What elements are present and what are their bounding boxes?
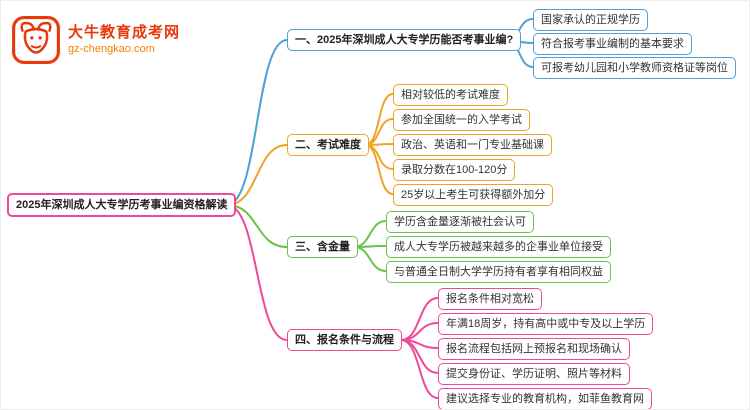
branch-3-item-1: 学历含金量逐渐被社会认可 [386, 211, 534, 233]
brand-domain: gz-chengkao.com [68, 43, 155, 55]
branch-2-item-4: 录取分数在100-120分 [393, 159, 516, 181]
branch-2-item-2: 参加全国统一的入学考试 [393, 109, 530, 131]
branch-4-item-2: 年满18周岁，持有高中或中专及以上学历 [438, 313, 654, 335]
branch-3-header: 三、含金量 [287, 236, 358, 258]
branch-2-item-5: 25岁以上考生可获得额外加分 [393, 184, 554, 206]
branch-4-item-5: 建议选择专业的教育机构，如菲鱼教育网 [438, 388, 652, 409]
branch-2-header: 二、考试难度 [287, 134, 369, 156]
branch-2-item-1: 相对较低的考试难度 [393, 84, 508, 106]
brand-logo: 大牛教育成考网 gz-chengkao.com [11, 15, 180, 65]
connector-branch3-leaf3 [353, 246, 387, 272]
connector-branch2-leaf4 [364, 144, 394, 170]
connector-root-branch4 [226, 204, 288, 341]
root-topic: 2025年深圳成人大专学历考事业编资格解读 [7, 193, 237, 217]
bull-icon [11, 15, 61, 65]
branch-1-item-2: 符合报考事业编制的基本要求 [533, 33, 692, 55]
connector-root-branch1 [226, 39, 288, 206]
branch-4-header: 四、报名条件与流程 [287, 329, 402, 351]
branch-1-header: 一、2025年深圳成人大专学历能否考事业编? [287, 29, 522, 51]
branch-1-item-1: 国家承认的正规学历 [533, 9, 648, 31]
connector-branch4-leaf2 [400, 322, 439, 341]
connector-root-branch2 [226, 144, 288, 206]
connector-branch2-leaf5 [364, 144, 394, 195]
connector-bran4-leaf5 [400, 339, 439, 399]
branch-4-item-4: 提交身份证、学历证明、照片等材料 [438, 363, 630, 385]
connector-branch4-leaf1 [400, 297, 439, 341]
branch-3-item-2: 成人大专学历被越来越多的企事业单位接受 [386, 236, 611, 258]
branch-4-item-1: 报名条件相对宽松 [438, 288, 542, 310]
connector-branch3-leaf1 [353, 220, 387, 248]
branch-1-item-3: 可报考幼儿园和小学教师资格证等岗位 [533, 57, 736, 79]
branch-2-item-3: 政治、英语和一门专业基础课 [393, 134, 552, 156]
brand-name: 大牛教育成考网 [68, 24, 181, 41]
brand-text: 大牛教育成考网 gz-chengkao.com [68, 23, 180, 57]
branch-3-item-3: 与普通全日制大学学历持有者享有相同权益 [386, 261, 611, 283]
branch-4-item-3: 报名流程包括网上预报名和现场确认 [438, 338, 630, 360]
